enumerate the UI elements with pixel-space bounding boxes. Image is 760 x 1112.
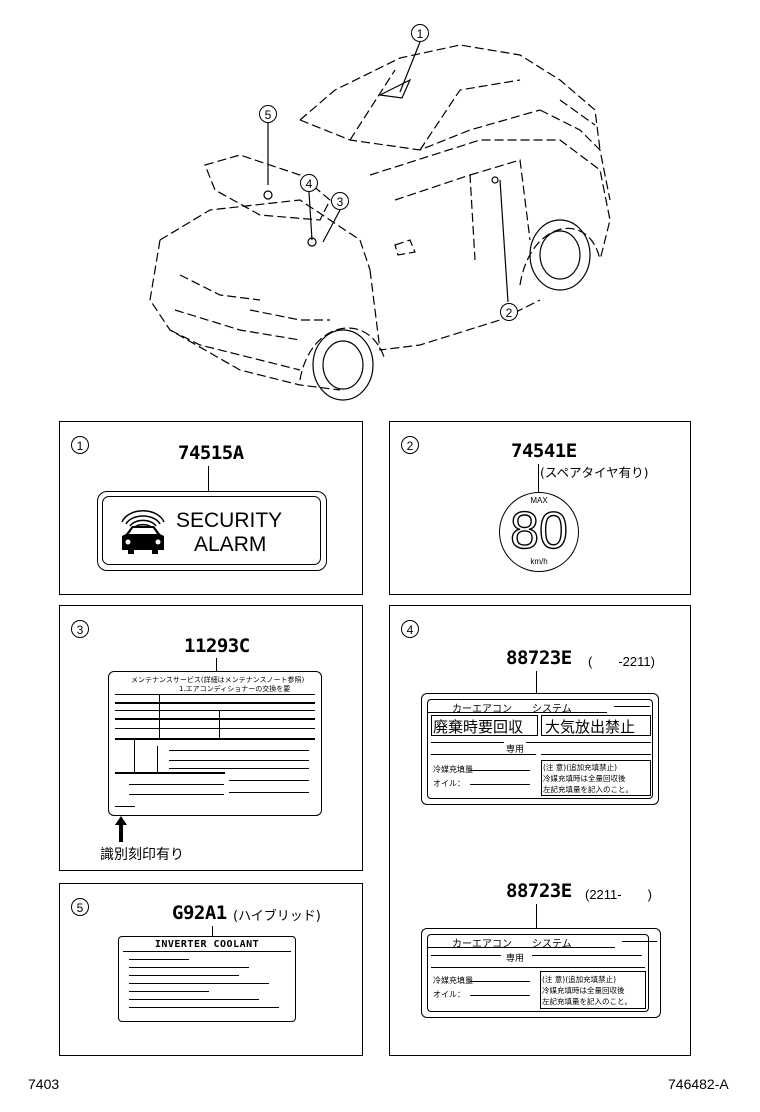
label-tab: カーエアコン システム	[452, 939, 572, 950]
security-alarm-label: SECURITY ALARM	[97, 491, 327, 571]
right-line-3: 左記充填量を記入のこと。	[543, 785, 633, 794]
callout-3: 3	[331, 192, 349, 210]
panel-2: 2 74541E (スペアタイヤ有り) MAX 80 km/h	[389, 421, 691, 595]
left-line-2: オイル：	[433, 990, 465, 999]
panel-index: 5	[71, 898, 89, 916]
callout-1: 1	[411, 24, 429, 42]
part-note: (スペアタイヤ有り)	[540, 465, 649, 480]
panel-index: 4	[401, 620, 419, 638]
speed-max: MAX	[530, 496, 548, 505]
aircon-label-lower: カーエアコン システム 専用 冷媒充填量 オイル： (注 意)(追加充填禁止) …	[421, 928, 661, 1018]
left-line-2: オイル：	[433, 779, 465, 788]
right-line-3: 左記充填量を記入のこと。	[542, 997, 632, 1006]
part-number: 11293C	[184, 635, 250, 657]
speed-unit: km/h	[530, 557, 548, 566]
header-line-2: 1.エアコンディショナーの交換を要	[179, 685, 291, 693]
panel-index: 3	[71, 620, 89, 638]
inverter-coolant-label: INVERTER COOLANT	[118, 936, 296, 1022]
header-line-1: メンテナンスサービス(詳細はメンテナンスノート参照)	[131, 676, 305, 684]
callout-2: 2	[500, 303, 518, 321]
aircon-label-upper: カーエアコン システム 廃棄時要回収 大気放出禁止 専用 冷媒充填量 オイル： …	[421, 693, 659, 805]
label-tab: カーエアコン システム	[452, 704, 572, 715]
callout-4: 4	[300, 174, 318, 192]
label-row: 専用	[504, 742, 527, 755]
panel-5: 5 G92A1 (ハイブリッド) INVERTER COOLANT	[59, 883, 363, 1056]
label-line-1: SECURITY	[176, 509, 283, 532]
part-number: G92A1	[172, 902, 227, 924]
right-line-2: 冷媒充填時は全量回収後	[542, 986, 625, 995]
maintenance-label: メンテナンスサービス(詳細はメンテナンスノート参照) 1.エアコンディショナーの…	[108, 671, 322, 816]
right-line-1: (注 意)(追加充填禁止)	[543, 763, 618, 772]
footer-left-code: 7403	[28, 1076, 60, 1092]
engraving-note: 識別刻印有り	[100, 847, 184, 863]
label-title: INVERTER COOLANT	[154, 939, 260, 950]
footer-right-code: 746482-A	[668, 1076, 729, 1092]
speed-value: 80	[509, 501, 568, 560]
panel-3: 3 11293C メンテナンスサービス(詳細はメンテナンスノート参照) 1.エア…	[59, 605, 363, 871]
right-line-2: 冷媒充填時は全量回収後	[543, 774, 626, 783]
panel-4: 4 88723E ( -2211) カーエアコン システム 廃棄時要回収 大気放…	[389, 605, 691, 1056]
label-row: 専用	[506, 954, 525, 964]
part-number: 74541E	[511, 440, 577, 462]
vehicle-drawing	[149, 41, 611, 401]
left-line-1: 冷媒充填量	[433, 765, 473, 774]
part-number: 74515A	[178, 442, 244, 464]
arrow-up-icon	[115, 816, 127, 842]
panel-index: 1	[71, 436, 89, 454]
car-alarm-icon	[121, 510, 165, 554]
left-line-1: 冷媒充填量	[433, 976, 473, 985]
label-line-2: ALARM	[194, 533, 267, 556]
part-number-lower: 88723E	[506, 880, 572, 902]
part-number: 88723E	[506, 647, 572, 669]
speed-label: MAX 80 km/h	[499, 492, 579, 572]
right-line-1: (注 意)(追加充填禁止)	[542, 975, 617, 984]
part-note: (ハイブリッド)	[233, 909, 321, 924]
label-big-left: 廃棄時要回収	[433, 718, 524, 736]
range-note: ( -2211)	[588, 654, 655, 669]
range-note-lower: (2211- )	[585, 887, 652, 902]
panel-1: 1 74515A SECURITY ALARM	[59, 421, 363, 595]
panel-index: 2	[401, 436, 419, 454]
label-big-right: 大気放出禁止	[545, 718, 636, 736]
callout-5: 5	[259, 105, 277, 123]
